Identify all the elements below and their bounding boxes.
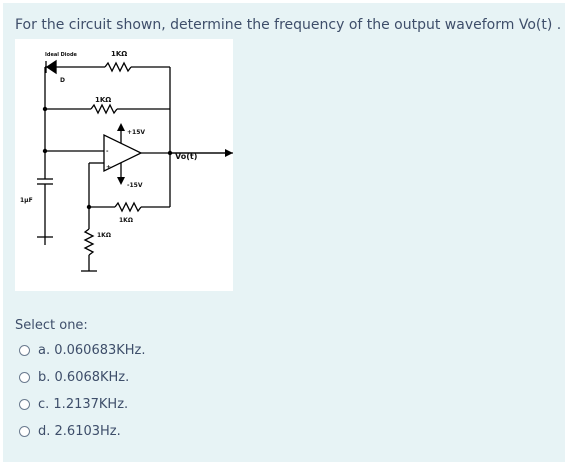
r-divider-bottom-label: 1KΩ [97, 232, 111, 239]
radio-c[interactable] [19, 399, 30, 410]
option-c[interactable]: c. 1.2137KHz. [19, 397, 128, 412]
question-text: For the circuit shown, determine the fre… [15, 17, 562, 33]
option-a[interactable]: a. 0.060683KHz. [19, 343, 146, 358]
resistor-diode-icon [104, 61, 132, 73]
radio-b[interactable] [19, 372, 30, 383]
radio-a[interactable] [19, 345, 30, 356]
option-c-label: c. 1.2137KHz. [38, 397, 129, 412]
vminus-label: -15V [127, 182, 143, 189]
vplus-arrow-icon [117, 123, 125, 131]
minus-sign-label: - [106, 148, 109, 155]
ideal-diode-label: Ideal Diode [45, 52, 78, 58]
option-b[interactable]: b. 0.6068KHz. [19, 370, 129, 385]
capacitor-label: 1μF [20, 197, 33, 204]
circuit-diagram: Ideal Diode 1KΩ D 1KΩ +15V -15V Vo(t) 1μ… [15, 39, 233, 291]
opamp-icon [103, 133, 143, 173]
option-d[interactable]: d. 2.6103Hz. [19, 424, 121, 439]
resistor-divider-top-icon [114, 201, 142, 213]
r-feedback-label: 1KΩ [95, 96, 111, 104]
radio-d[interactable] [19, 426, 30, 437]
vout-label: Vo(t) [175, 152, 197, 161]
option-a-label: a. 0.060683KHz. [38, 343, 146, 358]
option-d-label: d. 2.6103Hz. [38, 424, 121, 439]
option-b-label: b. 0.6068KHz. [38, 370, 130, 385]
resistor-feedback-icon [90, 103, 118, 115]
vminus-arrow-icon [117, 177, 125, 185]
vplus-label: +15V [127, 129, 145, 136]
select-one-label: Select one: [15, 318, 88, 333]
question-panel: For the circuit shown, determine the fre… [3, 3, 565, 462]
diode-ref-label: D [60, 77, 65, 84]
r-divider-top-label: 1KΩ [119, 217, 133, 224]
resistor-divider-bottom-icon [83, 228, 95, 256]
plus-sign-label: + [106, 164, 111, 171]
r-diode-label: 1KΩ [111, 50, 127, 58]
